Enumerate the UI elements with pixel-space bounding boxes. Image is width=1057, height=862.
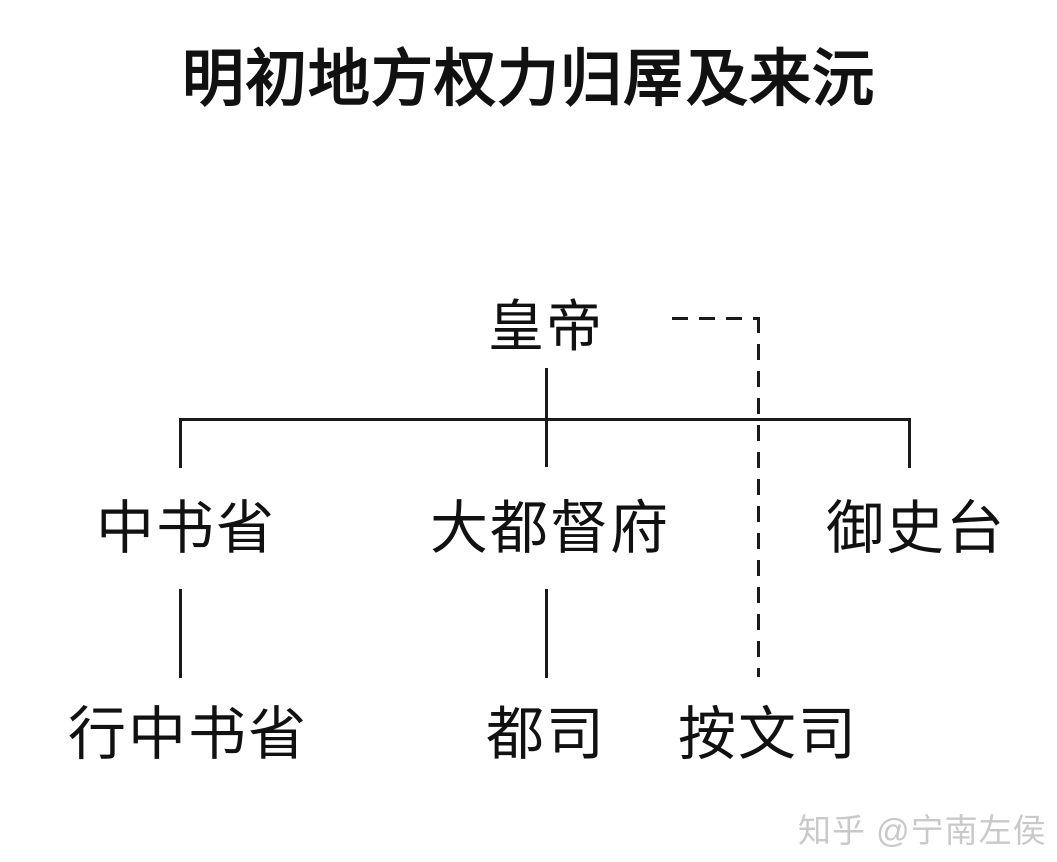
node-zhongshusheng: 中书省 <box>95 496 277 561</box>
node-anchasi: 按文司 <box>677 702 859 767</box>
connector-emperor-trunk <box>545 368 548 467</box>
node-dusi: 都司 <box>485 702 607 767</box>
node-xingzhongshusheng: 行中书省 <box>67 702 309 767</box>
page-title: 明初地方权力归屖及来沅 <box>181 46 875 114</box>
node-yushitai: 御史台 <box>825 496 1007 561</box>
connector-drop-zhongshusheng <box>179 420 182 468</box>
zhihu-watermark: 知乎 @宁南左侯 <box>798 812 1047 849</box>
dashed-connector-horizontal <box>672 317 759 320</box>
node-emperor: 皇帝 <box>488 297 604 359</box>
connector-horizontal-bus <box>179 418 911 421</box>
connector-dadudufu-dusi <box>545 589 548 678</box>
connector-zhongshusheng-xingzhongshusheng <box>179 589 182 678</box>
connector-drop-yushitai <box>908 420 911 468</box>
dashed-connector-vertical <box>757 317 760 677</box>
node-dadudufu: 大都督府 <box>429 496 671 561</box>
